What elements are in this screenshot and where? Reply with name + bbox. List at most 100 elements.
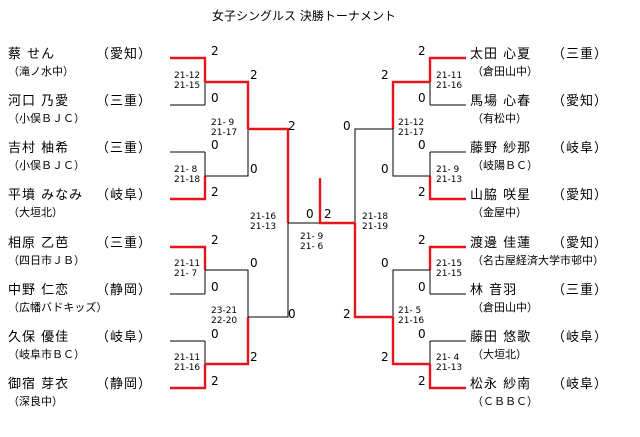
right-sf-mark: 0 — [343, 119, 351, 133]
left-player-prefecture: （三重） — [96, 141, 153, 156]
right-r1-line — [428, 176, 466, 201]
right-sf-score: 21-18 — [362, 212, 389, 222]
right-player-prefecture: （岐阜） — [552, 330, 609, 345]
left-player-affiliation: （滝ノ水中） — [8, 65, 74, 78]
right-r1-score: 21-13 — [436, 363, 463, 373]
right-r1-score: 21-11 — [436, 71, 463, 81]
right-player-affiliation: （有松中） — [472, 112, 527, 125]
right-sf-line — [353, 223, 393, 319]
left-r2-score: 21- 9 — [211, 118, 235, 128]
right-player-name: 渡邊 佳蓮 — [470, 236, 532, 251]
left-r1-line — [170, 56, 207, 82]
right-r1-score: 21-15 — [436, 259, 463, 269]
right-r2-score: 21-16 — [398, 316, 425, 326]
right-player-affiliation: （名古屋経済大学市邨中） — [472, 254, 604, 267]
right-r1-score: 21-15 — [436, 269, 463, 279]
left-player-affiliation: （大垣北） — [8, 206, 63, 219]
left-r1-score: 21-15 — [174, 81, 201, 91]
left-r1-score: 21-12 — [174, 71, 201, 81]
left-player-affiliation: （広幡バドキッズ） — [8, 301, 108, 314]
right-sf-mark: 2 — [343, 307, 351, 321]
left-player-name: 平墳 みなみ — [8, 188, 84, 203]
left-r1-mark: 2 — [211, 233, 219, 247]
right-player-name: 林 音羽 — [470, 283, 518, 298]
left-r2-mark: 2 — [250, 68, 258, 82]
left-r2-mark: 0 — [250, 162, 258, 176]
left-r2-mark: 2 — [250, 350, 258, 364]
left-sf-score: 21-13 — [250, 222, 277, 232]
left-player-prefecture: （岐阜） — [96, 330, 153, 345]
right-r1-line — [428, 245, 466, 270]
left-r2-line — [205, 317, 250, 366]
right-player-affiliation: （倉田山中） — [472, 301, 538, 314]
left-player-affiliation: （岐阜市ＢＣ） — [8, 348, 85, 361]
right-player-affiliation: （ＣＢＢＣ） — [472, 395, 538, 408]
right-player-affiliation: （倉田山中） — [472, 65, 538, 78]
left-r1-score: 21-11 — [174, 259, 201, 269]
right-r2-mark: 0 — [381, 162, 389, 176]
left-sf-line — [248, 127, 290, 223]
right-r2-score: 21-12 — [398, 118, 425, 128]
right-r2-mark: 2 — [381, 68, 389, 82]
right-player-prefecture: （愛知） — [552, 236, 609, 251]
left-r2-score: 23-21 — [211, 306, 238, 316]
left-sf-line — [248, 223, 289, 318]
left-r1-mark: 2 — [211, 44, 219, 58]
left-r2-line — [205, 80, 250, 129]
right-r1-score: 21- 9 — [436, 165, 460, 175]
left-player-prefecture: （静岡） — [96, 283, 153, 298]
right-r2-line — [392, 269, 430, 317]
right-r1-mark: 2 — [418, 233, 426, 247]
right-r1-line — [428, 56, 466, 82]
left-r1-line — [170, 245, 207, 270]
left-player-affiliation: （四日市ＪＢ） — [8, 254, 85, 267]
right-r1-score: 21-13 — [436, 175, 463, 185]
right-player-name: 山脇 咲星 — [470, 188, 532, 203]
left-r1-mark: 0 — [211, 327, 219, 341]
right-r2-line — [391, 80, 430, 129]
final-left-mark: 0 — [306, 207, 314, 221]
left-r2-score: 21-17 — [211, 128, 238, 138]
right-r2-line — [391, 317, 430, 366]
left-r2-line — [205, 269, 249, 317]
left-r1-line — [170, 364, 207, 390]
right-sf-line — [354, 128, 393, 223]
right-r1-mark: 2 — [418, 185, 426, 199]
right-player-prefecture: （岐阜） — [552, 377, 609, 392]
left-r2-line — [205, 129, 249, 177]
left-player-name: 河口 乃愛 — [8, 94, 70, 109]
left-r1-score: 21- 8 — [174, 165, 198, 175]
left-player-prefecture: （三重） — [96, 236, 153, 251]
left-player-prefecture: （愛知） — [96, 47, 153, 62]
page-title: 女子シングルス 決勝トーナメント — [212, 9, 396, 23]
right-r2-score: 21- 5 — [398, 306, 422, 316]
left-r1-score: 21-18 — [174, 175, 201, 185]
left-r1-score: 21-11 — [174, 353, 201, 363]
right-r1-score: 21-16 — [436, 81, 463, 91]
left-sf-mark: 0 — [288, 307, 296, 321]
right-r1-mark: 2 — [418, 44, 426, 58]
right-player-prefecture: （愛知） — [552, 188, 609, 203]
right-player-affiliation: （岐陽ＢＣ） — [472, 159, 538, 172]
left-player-prefecture: （岐阜） — [96, 188, 153, 203]
right-r1-score: 21- 4 — [436, 353, 460, 363]
final-right-mark: 2 — [324, 207, 332, 221]
right-player-name: 藤田 悠歌 — [470, 330, 532, 345]
right-player-affiliation: （大垣北） — [472, 348, 527, 361]
right-player-name: 松永 紗南 — [470, 377, 532, 392]
right-player-affiliation: （金屋中） — [472, 206, 527, 219]
right-player-prefecture: （三重） — [552, 47, 609, 62]
right-r2-mark: 2 — [381, 350, 389, 364]
left-player-prefecture: （静岡） — [96, 377, 153, 392]
right-player-prefecture: （三重） — [552, 283, 609, 298]
left-r2-score: 22-20 — [211, 316, 238, 326]
final-right-line — [318, 178, 355, 225]
right-r1-mark: 0 — [418, 327, 426, 341]
right-r2-line — [392, 129, 430, 177]
right-player-name: 太田 心夏 — [470, 47, 532, 62]
right-player-prefecture: （愛知） — [552, 94, 609, 109]
right-player-name: 藤野 紗那 — [470, 141, 532, 156]
right-player-prefecture: （岐阜） — [552, 141, 609, 156]
